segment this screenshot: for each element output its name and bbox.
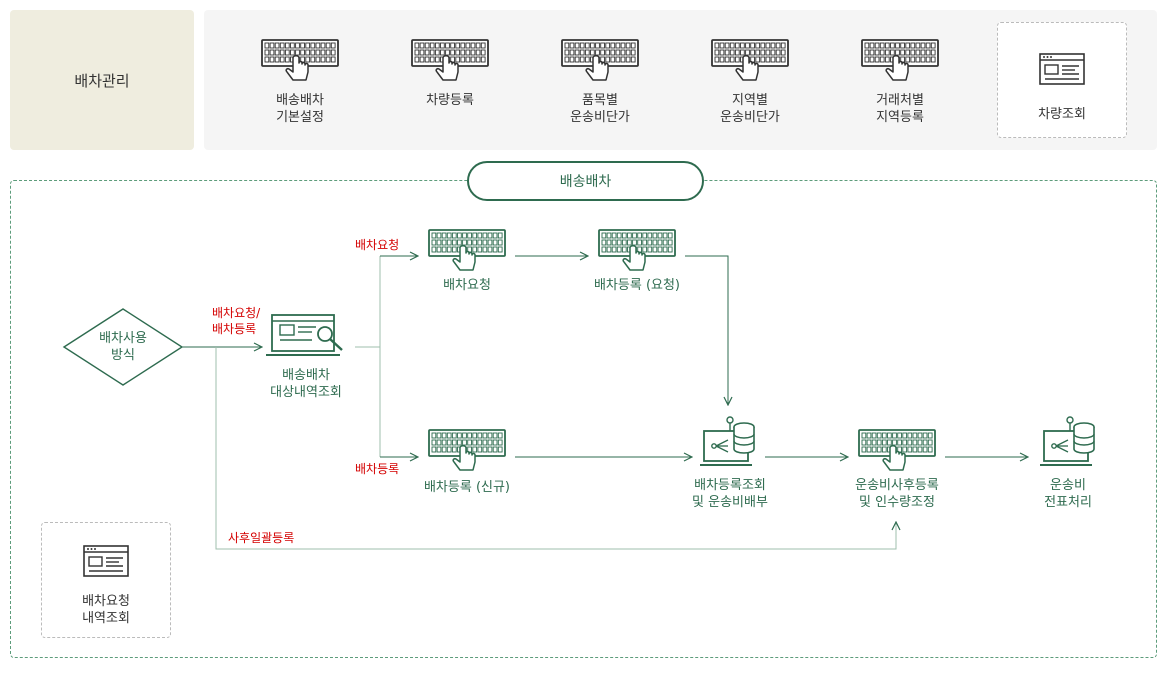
node-register-new-label: 배차등록 (신규) — [423, 480, 511, 495]
window-list-icon — [1039, 53, 1085, 85]
menu-item-vehicle-inquiry[interactable]: 차량조회 — [997, 22, 1127, 138]
node-lookup[interactable] — [266, 312, 348, 364]
monitor-database-icon — [700, 416, 755, 466]
monitor-database-icon — [1040, 416, 1095, 466]
edge-label-to-new: 배차등록 — [355, 462, 400, 476]
node-register-request-label: 배차등록 (요청) — [593, 278, 681, 293]
node-register-new[interactable] — [427, 428, 507, 476]
node-request[interactable] — [427, 228, 507, 276]
menu-item-label: 배송배차 기본설정 — [276, 93, 324, 125]
keyboard-touch-icon — [428, 229, 506, 271]
node-voucher[interactable] — [1040, 415, 1098, 473]
node-post-register[interactable] — [857, 428, 937, 476]
menu-item-label: 품목별 운송비단가 — [570, 93, 630, 125]
node-post-register-label: 운송비사후등록 및 인수량조정 — [855, 478, 939, 510]
category-label: 배차관리 — [10, 10, 194, 150]
menu-item-label: 차량등록 — [426, 93, 474, 108]
menu-item-vehicle-register[interactable]: 차량등록 — [390, 38, 510, 109]
node-voucher-label: 운송비 전표처리 — [1044, 478, 1092, 510]
node-register-request[interactable] — [597, 228, 677, 276]
edge-label-to-request: 배차요청 — [355, 238, 400, 252]
node-request-label: 배차요청 — [443, 278, 491, 293]
menu-item-item-rate[interactable]: 품목별 운송비단가 — [540, 38, 660, 126]
request-history-label: 배차요청 내역조회 — [82, 594, 130, 626]
keyboard-touch-icon — [858, 429, 936, 471]
menu-item-label: 차량조회 — [1038, 107, 1086, 122]
flow-title: 배송배차 — [467, 161, 704, 201]
node-lookup-label: 배송배차 대상내역조회 — [270, 368, 342, 400]
keyboard-touch-icon — [711, 39, 789, 81]
keyboard-touch-icon — [261, 39, 339, 81]
menu-item-client-region[interactable]: 거래처별 지역등록 — [840, 38, 960, 126]
keyboard-touch-icon — [598, 229, 676, 271]
node-inquiry-alloc-label: 배차등록조회 및 운송비배부 — [692, 478, 768, 510]
menu-item-label: 거래처별 지역등록 — [876, 93, 924, 125]
window-list-icon — [83, 545, 129, 577]
keyboard-touch-icon — [861, 39, 939, 81]
menu-item-basic-settings[interactable]: 배송배차 기본설정 — [240, 38, 360, 126]
menu-bar: 배송배차 기본설정 차량등록 품목별 운송비단가 지역별 운송비단가 거래처별 … — [204, 10, 1157, 150]
keyboard-touch-icon — [561, 39, 639, 81]
monitor-search-icon — [266, 314, 343, 356]
edge-label-req-or-reg: 배차요청/ 배차등록 — [212, 306, 261, 336]
keyboard-touch-icon — [411, 39, 489, 81]
node-inquiry-alloc[interactable] — [700, 415, 758, 473]
request-history-box[interactable]: 배차요청 내역조회 — [41, 522, 171, 638]
decision-label: 배차사용 방식 — [99, 331, 147, 363]
decision-diamond — [62, 308, 184, 386]
edge-label-bulk: 사후일괄등록 — [228, 531, 295, 545]
keyboard-touch-icon — [428, 429, 506, 471]
menu-item-region-rate[interactable]: 지역별 운송비단가 — [690, 38, 810, 126]
menu-item-label: 지역별 운송비단가 — [720, 93, 780, 125]
